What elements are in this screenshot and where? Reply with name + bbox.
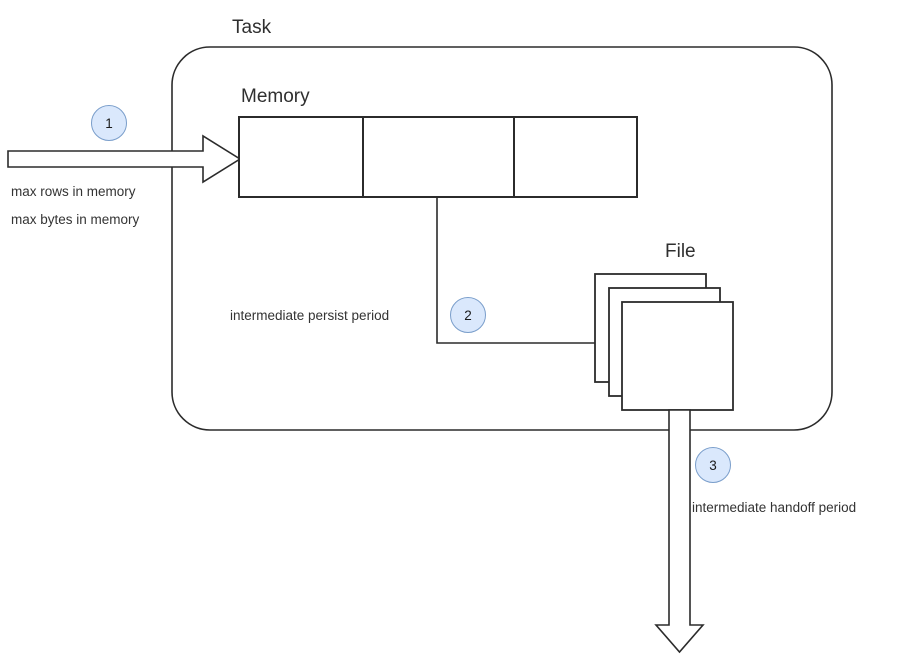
task-label: Task	[232, 17, 272, 38]
file-sheet-front[interactable]	[621, 301, 734, 411]
badge-1-label: 1	[105, 115, 113, 131]
badge-3-label: 3	[709, 457, 717, 473]
annotation-persist-period: intermediate persist period	[230, 308, 390, 323]
memory-table[interactable]	[238, 116, 638, 198]
task-container[interactable]	[171, 46, 833, 431]
flow-persist-connector[interactable]	[436, 197, 606, 344]
flow-ingest-block-arrow[interactable]	[7, 134, 242, 184]
badge-1[interactable]: 1	[91, 105, 127, 141]
badge-2-label: 2	[464, 307, 472, 323]
annotation-handoff-period: intermediate handoff period	[692, 500, 857, 515]
file-label: File	[665, 241, 696, 262]
annotation-max-bytes: max bytes in memory	[11, 212, 140, 227]
badge-2[interactable]: 2	[450, 297, 486, 333]
annotation-max-rows: max rows in memory	[11, 184, 136, 199]
memory-label: Memory	[241, 86, 310, 107]
badge-3[interactable]: 3	[695, 447, 731, 483]
flow-handoff-block-arrow[interactable]	[654, 409, 705, 654]
